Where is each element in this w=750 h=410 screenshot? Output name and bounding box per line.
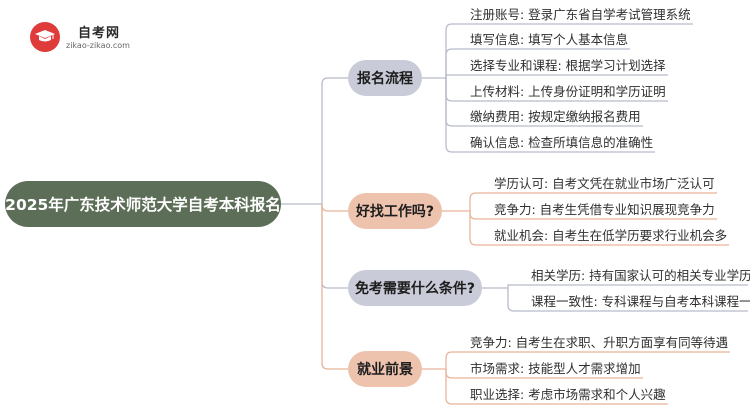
branch-exemption-conditions: 免考需要什么条件?: [348, 270, 482, 306]
graduation-cap-icon: [35, 30, 55, 42]
root-node: 2025年广东技术师范大学自考本科报名: [5, 181, 281, 227]
logo-url: zikao-zikao.com: [66, 41, 130, 50]
leaf-upload-materials: 上传材料: 上传身份证明和学历证明: [470, 84, 666, 99]
connector-b1-leaf-2: [445, 48, 466, 78]
leaf-select-major: 选择专业和课程: 根据学习计划选择: [470, 58, 666, 73]
leaf-register-account: 注册账号: 登录广东省自学考试管理系统: [470, 7, 691, 22]
branch-registration-process: 报名流程: [348, 60, 422, 96]
branch-employment-outlook: 就业前景: [348, 351, 422, 387]
connector-b4-leaf-1: [445, 351, 466, 369]
leaf-confirm-info: 确认信息: 检查所填信息的准确性: [470, 135, 654, 150]
leaf-market-demand: 市场需求: 技能型人才需求增加: [470, 361, 641, 376]
leaf-degree-recognition: 学历认可: 自考文凭在就业市场广泛认可: [494, 176, 715, 191]
connector-b1-leaf-5: [445, 78, 466, 127]
connector-b4-leaf-2: [445, 369, 466, 379]
connector-b2-leaf-1: [469, 192, 490, 211]
connector-b3-leaf-2: [507, 288, 527, 312]
connector-b1-leaf-1: [445, 23, 466, 78]
connector-b2-leaf-3: [469, 211, 490, 246]
leaf-career-choice: 职业选择: 考虑市场需求和个人兴趣: [470, 387, 666, 402]
connector-b1-leaf-3: [445, 74, 466, 78]
connector-b1-leaf-6: [445, 78, 466, 153]
branch-job-prospects-question: 好找工作吗?: [348, 193, 442, 229]
connector-branch-3: [321, 204, 348, 289]
connector-b4-leaf-3: [445, 369, 466, 405]
leaf-equal-treatment: 竞争力: 自考生在求职、升职方面享有同等待遇: [470, 335, 729, 350]
leaf-job-opportunities: 就业机会: 自考生在低学历要求行业机会多: [494, 228, 728, 243]
connector-b3-leaf-1: [507, 284, 527, 288]
connector-branch-1: [321, 77, 348, 204]
leaf-course-consistency: 课程一致性: 专科课程与自考本科课程一致: [531, 294, 750, 309]
leaf-competitiveness: 竞争力: 自考生凭借专业知识展现竞争力: [494, 202, 715, 217]
leaf-pay-fee: 缴纳费用: 按规定缴纳报名费用: [470, 109, 641, 124]
logo-name: 自考网: [78, 26, 121, 41]
leaf-fill-info: 填写信息: 填写个人基本信息: [470, 32, 629, 47]
connector-b1-leaf-4: [445, 78, 466, 102]
connector-branch-2: [321, 204, 348, 212]
site-logo[interactable]: 自考网 zikao-zikao.com: [30, 20, 150, 52]
connector-b2-leaf-2: [469, 211, 490, 220]
leaf-related-degree: 相关学历: 持有国家认可的相关专业学历: [531, 268, 750, 283]
connector-branch-4: [321, 204, 348, 370]
